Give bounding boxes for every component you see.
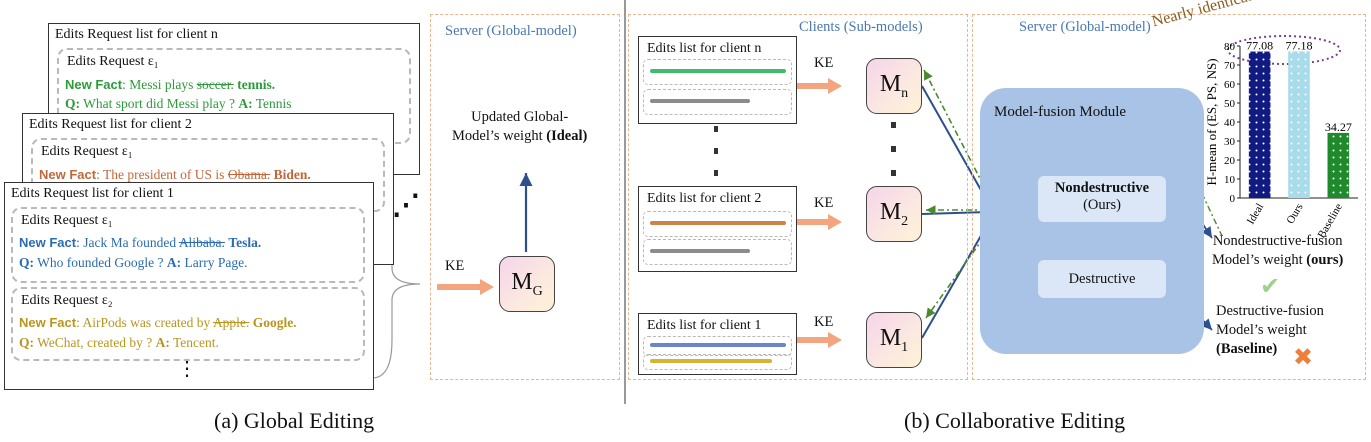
y-tick-label: 20: [1224, 155, 1236, 167]
more-models-dots: [891, 122, 896, 188]
global-server-panel: Server (Global-model): [430, 14, 620, 380]
edit-request-2: Edits Request ε₂ New Fact: AirPods was c…: [11, 287, 365, 361]
new-fact-line: New Fact: Jack Ma founded Alibaba. Tesla…: [19, 235, 262, 250]
question-line: Q: WeChat, created by ? A: Tencent.: [19, 335, 219, 350]
destructive-result-label: Destructive-fusion Model’s weight (Basel…: [1216, 303, 1324, 357]
edit-request-1: Edits Request ε₁ New Fact: Jack Ma found…: [11, 207, 365, 283]
y-tick-label: 60: [1224, 79, 1236, 91]
more-requests-dots: ⋮: [177, 358, 197, 380]
new-fact-line: New Fact: AirPods was created by Apple. …: [19, 315, 297, 330]
ke-label-global: KE: [445, 258, 465, 274]
new-fact-line: New Fact: Messi plays soccer. tennis.: [65, 77, 276, 92]
brace: [371, 230, 421, 379]
edit-request-title: Edits Request ε₂: [21, 293, 113, 308]
y-tick-label: 80: [1224, 41, 1236, 53]
bar-value-label: 77.08: [1246, 39, 1273, 53]
edit-request: Edits Request ε₁ New Fact: Messi plays s…: [57, 48, 411, 144]
sub-model-m1: M1: [866, 312, 922, 368]
y-tick-label: 30: [1224, 136, 1236, 148]
edit-entry-line: [650, 249, 750, 253]
x-tick-label: Ours: [1285, 202, 1306, 227]
client-2-title: Edits Request list for client 2: [29, 117, 192, 132]
bar-value-label: 77.18: [1286, 38, 1313, 52]
edit-list-client-n: Edits list for client n: [638, 36, 797, 124]
edit-request-title: Edits Request ε₁: [41, 144, 133, 159]
y-tick-label: 0: [1230, 193, 1236, 205]
fusion-module-title: Model-fusion Module: [994, 104, 1127, 120]
edit-entry-line: [650, 99, 750, 103]
client-n-title: Edits Request list for client n: [55, 27, 218, 42]
edit-list-client-1: Edits list for client 1: [638, 313, 797, 375]
y-tick-label: 50: [1224, 98, 1236, 110]
ke-label-client-2: KE: [814, 195, 834, 211]
edit-request-title: Edits Request ε₁: [21, 213, 113, 228]
edit-list-client-2: Edits list for client 2: [638, 186, 797, 272]
bar-ours: [1288, 51, 1310, 198]
ke-label-client-1: KE: [814, 314, 834, 330]
question-line: Q: Who founded Google ? A: Larry Page.: [19, 255, 248, 270]
y-tick-label: 10: [1224, 174, 1236, 186]
sub-model-m2: M2: [866, 186, 922, 242]
server-panel: Server (Global-model): [972, 14, 1366, 380]
y-tick-label: 70: [1224, 60, 1236, 72]
nondestructive-fusion-box: Nondestructive (Ours): [1038, 176, 1166, 222]
y-tick-label: 40: [1224, 117, 1236, 129]
server-title: Server (Global-model): [445, 23, 577, 39]
edit-entry-line: [650, 359, 772, 363]
y-axis-label: H-mean of (ES, PS, NS): [1204, 58, 1219, 185]
clients-panel: Clients (Sub-models): [628, 14, 968, 380]
bar-value-label: 34.27: [1325, 120, 1352, 134]
global-model-mg: MG: [499, 256, 555, 312]
edit-entry-line: [650, 69, 786, 73]
ke-label-client-n: KE: [814, 55, 834, 71]
client-1-card: Edits Request list for client 1 Edits Re…: [4, 182, 374, 390]
client-1-title: Edits Request list for client 1: [11, 186, 174, 201]
x-tick-label: Ideal: [1245, 202, 1266, 227]
cross-icon: ✖: [1293, 345, 1314, 371]
nearly-identical-ellipse: [1227, 35, 1341, 65]
bar-ideal: [1248, 51, 1271, 198]
clients-title: Clients (Sub-models): [799, 19, 923, 35]
more-lists-dots: [714, 126, 718, 188]
updated-weight-label: Updated Global- Model’s weight (Ideal): [452, 109, 588, 144]
caption-collaborative-editing: (b) Collaborative Editing: [904, 408, 1126, 433]
x-tick-label: Baseline: [1316, 201, 1345, 240]
more-clients-dots: ⋰: [392, 190, 420, 221]
server-title: Server (Global-model): [1019, 19, 1151, 35]
nondestructive-result-label: Nondestructive-fusion Model’s weight (ou…: [1212, 233, 1344, 268]
question-line: Q: What sport did Messi play ? A: Tennis: [65, 96, 292, 111]
model-fusion-module: Model-fusion Module Nondestructive (Ours…: [980, 88, 1204, 354]
bar-baseline: [1327, 132, 1350, 198]
check-icon: ✔: [1260, 274, 1281, 300]
sub-model-mn: Mn: [866, 58, 922, 114]
edit-entry-line: [650, 221, 786, 225]
edit-entry-line: [650, 343, 786, 347]
caption-global-editing: (a) Global Editing: [214, 408, 375, 433]
edit-request-title: Edits Request ε₁: [67, 54, 159, 69]
new-fact-line: New Fact: The president of US is Obama. …: [39, 167, 311, 182]
destructive-fusion-box: Destructive: [1038, 260, 1166, 298]
